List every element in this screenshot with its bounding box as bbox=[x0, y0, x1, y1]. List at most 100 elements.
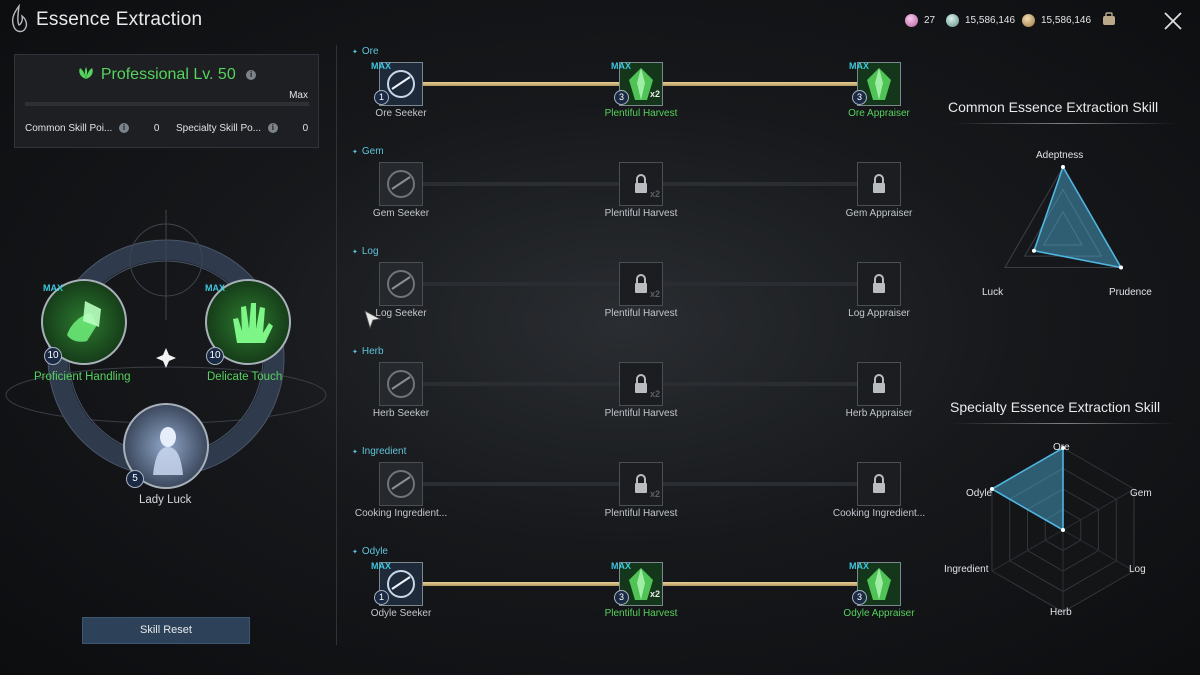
radar-grid bbox=[1042, 210, 1084, 246]
category-name: Gem bbox=[361, 146, 384, 157]
skill-node-odyle-3[interactable]: 3 bbox=[852, 562, 901, 606]
skill-level-badge: 3 bbox=[852, 590, 867, 605]
currency-gold-value: 15,586,146 bbox=[1041, 14, 1092, 26]
skill-level-badge: 1 bbox=[374, 590, 389, 605]
category-label: Gem bbox=[352, 146, 384, 157]
info-icon[interactable]: i bbox=[246, 69, 257, 80]
radar-axis-label: Ingredient bbox=[944, 564, 989, 575]
skill-node-ore-3[interactable]: 3 bbox=[852, 62, 901, 106]
multiplier-label: x2 bbox=[649, 289, 660, 299]
radar-axis-label: Gem bbox=[1130, 488, 1152, 499]
max-tag: MAX bbox=[371, 561, 391, 571]
skill-track bbox=[663, 182, 857, 186]
skill-track bbox=[423, 482, 619, 486]
profession-max-label: Max bbox=[289, 90, 308, 101]
skill-node-herb-3[interactable] bbox=[857, 362, 901, 406]
skill-track bbox=[663, 482, 857, 486]
bag-icon[interactable] bbox=[1101, 11, 1117, 27]
radar-axis-label: Herb bbox=[1050, 607, 1072, 618]
category-name: Log bbox=[361, 246, 379, 257]
page-title: Essence Extraction bbox=[36, 9, 203, 30]
skill-node-label: Plentiful Harvest bbox=[604, 608, 678, 619]
radar-spoke bbox=[1062, 488, 1135, 531]
category-name: Odyle bbox=[361, 546, 388, 557]
currency-silver[interactable]: 15,586,146 bbox=[946, 12, 1015, 28]
currency-gold[interactable]: 15,586,146 bbox=[1022, 12, 1091, 28]
radar-point bbox=[1119, 265, 1124, 270]
skill-node-gem-3[interactable] bbox=[857, 162, 901, 206]
common-points: Common Skill Poi... i 0 bbox=[25, 123, 159, 134]
skill-node-odyle-1[interactable]: 1 bbox=[374, 562, 423, 606]
lady-luck-icon bbox=[153, 427, 183, 475]
skill-node-herb-2[interactable]: x2 bbox=[619, 362, 663, 406]
skill-node-gem-2[interactable]: x2 bbox=[619, 162, 663, 206]
skill-node-ore-1[interactable]: 1 bbox=[374, 62, 423, 106]
lock-icon bbox=[620, 363, 662, 405]
radar-area bbox=[990, 446, 1064, 532]
multiplier-label: x2 bbox=[649, 489, 660, 499]
lock-icon bbox=[620, 163, 662, 205]
skill-level-badge: 10 bbox=[206, 347, 224, 365]
skill-level-badge: 5 bbox=[126, 470, 144, 488]
category-name: Ore bbox=[361, 46, 379, 57]
radar-spoke bbox=[1062, 529, 1135, 572]
skill-node-label: Herb Appraiser bbox=[845, 408, 913, 419]
info-icon[interactable]: i bbox=[267, 123, 278, 134]
skill-reset-button[interactable]: Skill Reset bbox=[82, 617, 250, 644]
common-radar-chart bbox=[1004, 165, 1124, 270]
specialty-radar-chart bbox=[989, 446, 1135, 613]
close-icon[interactable] bbox=[1160, 8, 1186, 34]
skill-node-ingredient-2[interactable]: x2 bbox=[619, 462, 663, 506]
radar-axis-label: Ore bbox=[1053, 442, 1070, 453]
skill-track bbox=[423, 82, 619, 86]
max-tag: MAX bbox=[611, 61, 631, 71]
gold-coin-icon bbox=[1022, 13, 1035, 27]
skill-proficient-handling[interactable] bbox=[41, 279, 127, 365]
radar-axis-label: Log bbox=[1129, 564, 1146, 575]
skill-node-log-3[interactable] bbox=[857, 262, 901, 306]
skill-track bbox=[423, 582, 619, 586]
skill-node-label: Odyle Seeker bbox=[370, 608, 432, 619]
multiplier-label: x2 bbox=[649, 89, 660, 99]
seeker-dim-icon bbox=[380, 163, 422, 205]
skill-node-ingredient-3[interactable] bbox=[857, 462, 901, 506]
lock-icon bbox=[620, 263, 662, 305]
radar-axis-label: Adeptness bbox=[1036, 150, 1084, 161]
radar-point bbox=[1061, 528, 1065, 532]
skill-node-label: Plentiful Harvest bbox=[604, 208, 678, 219]
skill-node-herb-1[interactable] bbox=[379, 362, 423, 406]
profession-panel: Professional Lv. 50 i Max Common Skill P… bbox=[14, 54, 319, 148]
common-radar-title: Common Essence Extraction Skill bbox=[948, 99, 1159, 115]
panel-divider bbox=[336, 45, 337, 645]
profession-progress-bar bbox=[25, 102, 309, 106]
skill-node-log-2[interactable]: x2 bbox=[619, 262, 663, 306]
skill-node-log-1[interactable] bbox=[379, 262, 423, 306]
skill-node-label: Ore Appraiser bbox=[848, 108, 910, 119]
max-tag: MAX bbox=[371, 61, 391, 71]
skill-node-label: Plentiful Harvest bbox=[604, 308, 678, 319]
skill-node-label: Ore Seeker bbox=[375, 108, 427, 119]
silver-coin-icon bbox=[946, 13, 959, 27]
essence-flame-icon bbox=[11, 4, 28, 33]
currency-crystal[interactable]: 27 bbox=[905, 12, 935, 28]
lock-icon bbox=[620, 463, 662, 505]
skill-level-badge: 1 bbox=[374, 90, 389, 105]
info-icon[interactable]: i bbox=[119, 123, 130, 134]
skill-track bbox=[663, 282, 857, 286]
seeker-dim-icon bbox=[380, 463, 422, 505]
skill-node-label: Gem Seeker bbox=[372, 208, 430, 219]
specialty-points-label: Specialty Skill Po... bbox=[176, 123, 262, 134]
skill-node-ingredient-1[interactable] bbox=[379, 462, 423, 506]
skill-track bbox=[423, 382, 619, 386]
skill-node-label: Cooking Ingredient... bbox=[832, 508, 926, 519]
lock-icon bbox=[858, 363, 900, 405]
skill-lady-luck[interactable] bbox=[123, 403, 209, 489]
skill-node-gem-1[interactable] bbox=[379, 162, 423, 206]
radar-axis-label: Prudence bbox=[1109, 287, 1152, 298]
skill-name: Delicate Touch bbox=[207, 371, 283, 383]
header-bar: Essence Extraction 27 15,586,146 15,586,… bbox=[0, 0, 1200, 40]
category-name: Ingredient bbox=[361, 446, 407, 457]
skill-node-label: Plentiful Harvest bbox=[604, 408, 678, 419]
